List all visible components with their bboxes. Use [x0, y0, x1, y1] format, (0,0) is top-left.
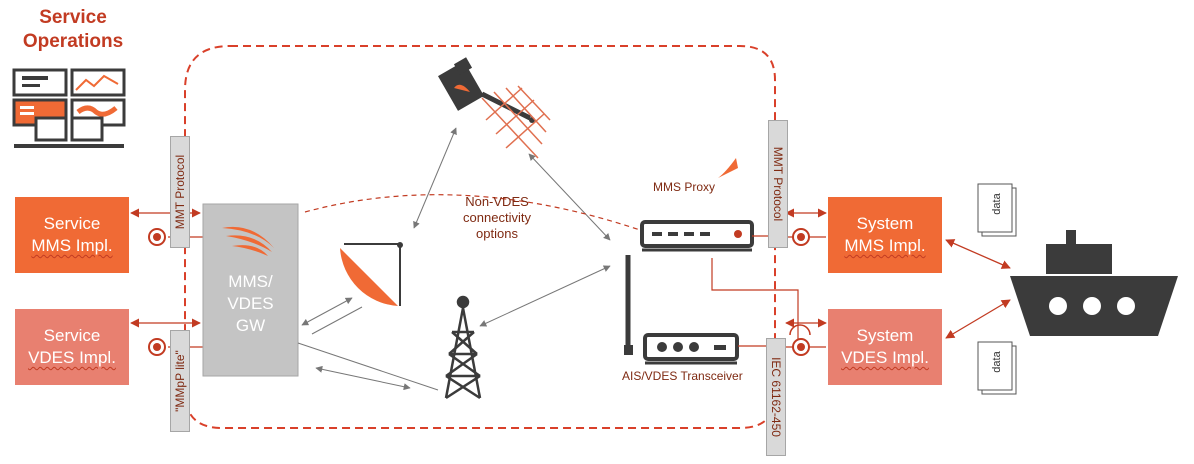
system-mms-line-1: System [856, 214, 914, 233]
service-mms-line-1: Service [43, 214, 101, 233]
service-mms-label: Service MMS Impl. [15, 197, 129, 273]
satellite-dish-icon [340, 242, 403, 306]
service-mms-line-2: MMS Impl. [31, 236, 113, 255]
swoosh-logo-icon [222, 226, 274, 256]
gateway-line-2: VDES [227, 294, 274, 313]
connectivity-line-3: options [476, 226, 518, 241]
mmt-protocol-tag-right: MMT Protocol [768, 120, 788, 248]
data-label-top: data [991, 193, 1003, 215]
page-title: Service Operations [8, 6, 138, 54]
interface-circle-icon [789, 228, 811, 356]
system-mms-label: System MMS Impl. [828, 197, 942, 273]
mmt-protocol-right-text: MMT Protocol [771, 146, 785, 222]
system-mms-line-2: MMS Impl. [844, 236, 926, 255]
system-vdes-box [828, 309, 942, 385]
service-vdes-line-1: Service [43, 326, 101, 345]
system-vdes-label: System VDES Impl. [828, 309, 942, 385]
mmpp-lite-text: "MMpP lite" [173, 350, 187, 412]
title-line-1: Service [39, 7, 107, 28]
interface-circle-icon [148, 228, 166, 356]
document-icon [977, 183, 1017, 395]
gateway-line-3: GW [235, 316, 266, 335]
service-vdes-line-2: VDES Impl. [28, 348, 116, 367]
radio-tower-icon [444, 295, 482, 400]
mmt-protocol-left-text: MMT Protocol [173, 154, 187, 230]
transceiver-label: AIS/VDES Transceiver [622, 369, 743, 383]
non-vdes-path [304, 194, 641, 231]
gateway-line-1: MMS/ [228, 272, 273, 291]
network-boundary [184, 45, 776, 429]
iec-tag-text: IEC 61162-450 [769, 357, 783, 437]
router-icon [640, 158, 754, 252]
connectivity-line-1: Non-VDES [465, 194, 529, 209]
satellite-icon [438, 57, 551, 159]
iec-tag: IEC 61162-450 [766, 338, 786, 456]
data-label-bottom: data [991, 351, 1003, 373]
system-vdes-line-1: System [856, 326, 914, 345]
gateway-label: MMS/ VDES GW [203, 262, 298, 346]
system-mms-box [828, 197, 942, 273]
connectivity-line-2: connectivity [463, 210, 531, 225]
system-vdes-line-2: VDES Impl. [841, 348, 929, 367]
mms-proxy-label: MMS Proxy [653, 180, 716, 194]
service-vdes-label: Service VDES Impl. [15, 309, 129, 385]
connectivity-label: Non-VDES connectivity options [432, 194, 562, 242]
ship-icon [1010, 230, 1178, 336]
transceiver-icon [624, 255, 739, 365]
mmt-protocol-tag-left: MMT Protocol [170, 136, 190, 248]
service-vdes-box [15, 309, 129, 385]
monitor-dashboard-icon [12, 68, 126, 148]
title-line-2: Operations [22, 31, 124, 52]
mmpp-lite-tag: "MMpP lite" [170, 330, 190, 432]
service-mms-box [15, 197, 129, 273]
